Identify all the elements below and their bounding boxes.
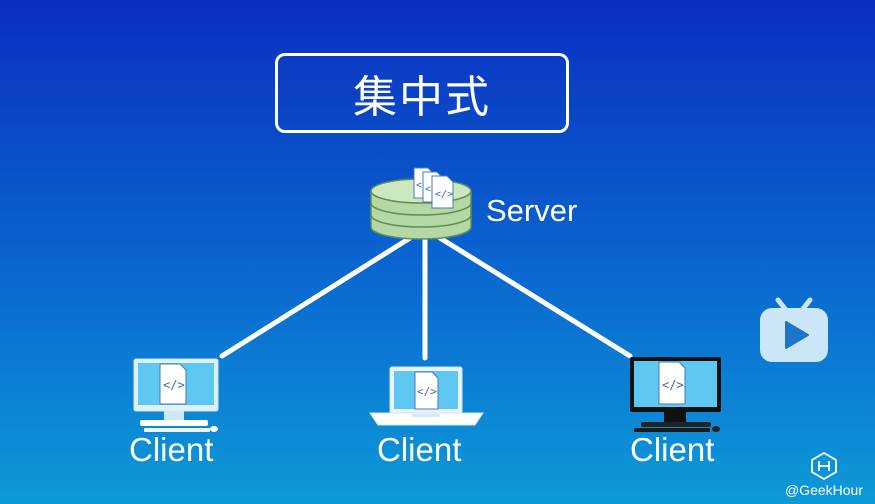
title-box: 集中式	[275, 53, 569, 133]
tv-play-icon[interactable]	[758, 296, 830, 364]
client-label-3: Client	[630, 431, 715, 468]
watermark-text: @GeekHour	[784, 482, 863, 498]
dark-monitor-icon: </>	[630, 357, 721, 432]
svg-text:</>: </>	[662, 378, 684, 392]
desktop-monitor-icon: </>	[133, 358, 219, 432]
client-label-1: Client	[129, 431, 214, 468]
connector-lines	[219, 235, 633, 361]
connector-right	[437, 235, 633, 359]
code-files-icon: </> </> </>	[413, 167, 454, 209]
svg-text:</>: </>	[417, 385, 437, 398]
client-label-2: Client	[377, 431, 462, 468]
watermark: @GeekHour	[785, 452, 863, 498]
server-label: Server	[486, 193, 578, 228]
connector-left	[219, 235, 413, 359]
geekhour-logo-icon	[811, 452, 837, 480]
diagram-title: 集中式	[353, 72, 491, 123]
laptop-icon: </>	[369, 366, 484, 426]
svg-text:</>: </>	[435, 189, 453, 200]
svg-text:</>: </>	[163, 378, 185, 392]
